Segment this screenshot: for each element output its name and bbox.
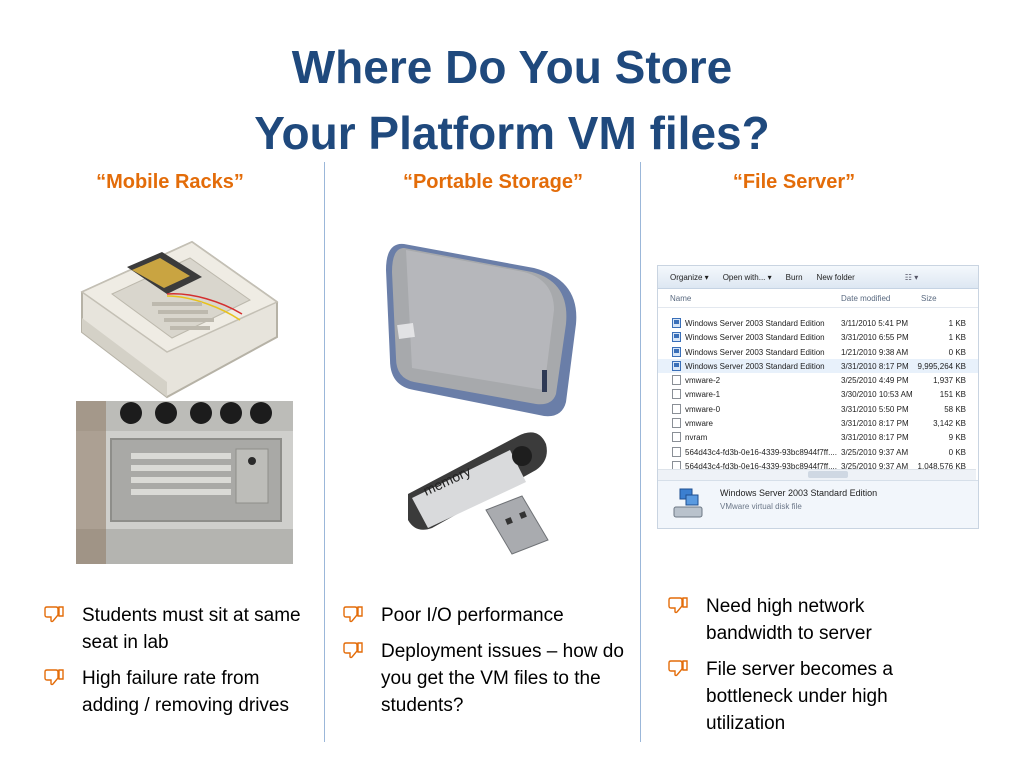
bullet-list-portable-storage: Poor I/O performance Deployment issues –… (343, 602, 628, 728)
explorer-toolbar: Organize ▾ Open with... ▾ Burn New folde… (658, 266, 978, 289)
file-date: 3/11/2010 5:41 PM (841, 319, 909, 328)
table-row[interactable]: nvram 3/31/2010 8:17 PM 9 KB (658, 430, 978, 444)
bullet-list-mobile-racks: Students must sit at same seat in lab Hi… (44, 602, 319, 728)
file-date: 3/25/2010 9:37 AM (841, 461, 909, 471)
text-file-icon (672, 403, 681, 414)
table-row[interactable]: Windows Server 2003 Standard Edition 1/21… (658, 345, 978, 359)
list-item: File server becomes a bottleneck under h… (668, 656, 928, 737)
file-size: 0 KB (948, 347, 966, 357)
explorer-column-headers: Name Date modified Size (658, 289, 978, 308)
explorer-file-list: Windows Server 2003 Standard Edition 3/11… (658, 316, 978, 473)
thumbs-down-icon (668, 660, 688, 677)
file-size: 1,937 KB (933, 376, 966, 386)
vm-config-file-icon (672, 346, 681, 357)
table-row[interactable]: vmware-1 3/30/2010 10:53 AM 151 KB (658, 387, 978, 401)
file-date: 3/31/2010 5:50 PM (841, 404, 909, 414)
header-size[interactable]: Size (921, 294, 937, 303)
file-date: 3/25/2010 9:37 AM (841, 447, 909, 457)
mobile-rack-tray-image (80, 240, 279, 399)
burn-button[interactable]: Burn (785, 272, 803, 282)
file-date: 1/21/2010 9:38 AM (841, 347, 909, 357)
vm-config-file-icon (672, 332, 681, 343)
horizontal-scrollbar[interactable] (658, 469, 976, 480)
usb-flash-drive-image: memory (408, 432, 549, 555)
details-subtitle: VMware virtual disk file (720, 502, 802, 511)
text-file-icon (672, 375, 681, 386)
list-item: Students must sit at same seat in lab (44, 602, 319, 656)
column-divider (640, 162, 641, 742)
thumbs-down-icon (44, 669, 64, 686)
thumbs-down-icon (44, 606, 64, 623)
table-row[interactable]: Windows Server 2003 Standard Edition 3/31… (658, 330, 978, 344)
file-date: 3/25/2010 4:49 PM (841, 376, 909, 386)
file-name: Windows Server 2003 Standard Edition (685, 361, 825, 371)
file-explorer-screenshot: Organize ▾ Open with... ▾ Burn New folde… (657, 265, 979, 529)
table-row[interactable]: Windows Server 2003 Standard Edition 3/11… (658, 316, 978, 330)
list-item: Poor I/O performance (343, 602, 628, 629)
portable-hard-drive-image (386, 243, 577, 417)
file-name: 564d43c4-fd3b-0e16-4339-93bc8944f7ff.... (685, 447, 837, 457)
text-file-icon (672, 389, 681, 400)
list-item: Deployment issues – how do you get the V… (343, 638, 628, 719)
text-file-icon (672, 446, 681, 457)
column-heading-file-server: “File Server” (732, 171, 856, 193)
file-size: 9 KB (948, 433, 966, 443)
table-row[interactable]: vmware-2 3/25/2010 4:49 PM 1,937 KB (658, 373, 978, 387)
slide-title-line-2: Your Platform VM files? (254, 107, 770, 159)
vm-config-file-icon (672, 318, 681, 328)
file-name: nvram (685, 433, 708, 443)
table-row[interactable]: vmware 3/31/2010 8:17 PM 3,142 KB (658, 416, 978, 430)
column-heading-portable-storage: “Portable Storage” (402, 171, 584, 193)
table-row[interactable]: vmware-0 3/31/2010 5:50 PM 58 KB (658, 402, 978, 416)
file-name: vmware (685, 419, 714, 429)
thumbs-down-icon (343, 606, 363, 623)
text-file-icon (672, 432, 681, 443)
header-name[interactable]: Name (670, 294, 692, 303)
file-name: vmware-2 (685, 376, 721, 386)
column-divider (324, 162, 325, 742)
file-date: 3/31/2010 8:17 PM (841, 433, 909, 443)
text-file-icon (672, 418, 681, 429)
details-title: Windows Server 2003 Standard Edition (720, 488, 878, 498)
file-size: 151 KB (939, 390, 966, 400)
file-name: vmware-1 (685, 390, 721, 400)
list-item: High failure rate from adding / removing… (44, 665, 319, 719)
file-name: vmware-0 (685, 404, 721, 414)
thumbs-down-icon (668, 597, 688, 614)
list-item: Need high network bandwidth to server (668, 593, 928, 647)
file-name: Windows Server 2003 Standard Edition (685, 319, 825, 328)
details-pane: Windows Server 2003 Standard Edition VMw… (658, 480, 978, 528)
view-options-icon[interactable]: ☷ ▾ (904, 272, 919, 282)
bullet-list-file-server: Need high network bandwidth to server Fi… (668, 593, 928, 746)
file-size: 1 KB (948, 319, 966, 328)
file-name: 564d43c4-fd3b-0e16-4339-93bc8944f7ff.... (685, 461, 837, 471)
column-heading-mobile-racks: “Mobile Racks” (96, 171, 244, 193)
vm-config-file-icon (672, 360, 681, 371)
file-name: Windows Server 2003 Standard Edition (685, 347, 825, 357)
file-date: 3/30/2010 10:53 AM (841, 390, 913, 400)
file-size: 1,048,576 KB (917, 461, 966, 471)
mobile-rack-bay-image (76, 401, 293, 564)
open-with-button[interactable]: Open with... ▾ (722, 272, 772, 282)
file-date: 3/31/2010 6:55 PM (841, 333, 909, 343)
table-row[interactable]: 564d43c4-fd3b-0e16-4339-93bc8944f7ff....… (658, 445, 978, 459)
file-size: 58 KB (944, 404, 966, 414)
file-size: 9,995,264 KB (917, 361, 966, 371)
file-date: 3/31/2010 8:17 PM (841, 361, 909, 371)
thumbs-down-icon (343, 642, 363, 659)
file-size: 1 KB (948, 333, 966, 343)
slide-title-line-1: Where Do You Store (291, 41, 733, 93)
organize-button[interactable]: Organize ▾ (670, 272, 709, 282)
file-size: 0 KB (948, 447, 966, 457)
header-date-modified[interactable]: Date modified (841, 294, 891, 303)
table-row[interactable]: Windows Server 2003 Standard Edition 3/31… (658, 358, 978, 374)
file-size: 3,142 KB (933, 419, 966, 429)
file-name: Windows Server 2003 Standard Edition (685, 333, 825, 343)
new-folder-button[interactable]: New folder (816, 272, 855, 282)
vmdk-file-icon (673, 488, 703, 518)
file-date: 3/31/2010 8:17 PM (841, 419, 909, 429)
